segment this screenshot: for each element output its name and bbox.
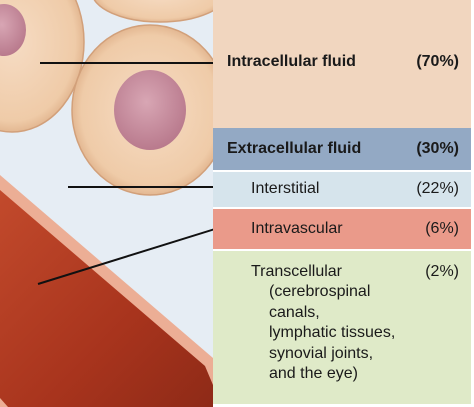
fluid-compartment-illustration [0,0,213,407]
intracellular-fluid-row: Intracellular fluid (70%) [213,0,471,128]
interstitial-label: Interstitial [251,180,320,197]
interstitial-row: Interstitial (22%) [213,172,471,207]
cell-top-right [93,0,213,23]
extracellular-label: Extracellular fluid [227,140,362,157]
blood-vessel [0,190,213,407]
vessel-wall-lower [0,398,8,407]
nucleus-middle [114,70,186,150]
transcellular-detail-line: (cerebrospinal [269,283,371,300]
transcellular-percent: (2%) [425,263,459,280]
intravascular-label: Intravascular [251,220,343,237]
nucleus-top-left [0,4,26,56]
transcellular-label: Transcellular [251,263,342,280]
transcellular-details: (cerebrospinal canals, lymphatic tissues… [269,282,395,385]
transcellular-detail-line: and the eye) [269,365,358,382]
intracellular-label: Intracellular fluid [227,53,356,70]
intravascular-percent: (6%) [425,220,459,237]
interstitial-percent: (22%) [416,180,459,197]
transcellular-row: Transcellular (2%) (cerebrospinal canals… [213,251,471,404]
leader-line-intravascular [37,228,213,285]
intravascular-row: Intravascular (6%) [213,209,471,249]
transcellular-detail-line: canals, [269,303,320,321]
extracellular-percent: (30%) [416,140,459,157]
transcellular-detail-line: lymphatic tissues, [269,324,396,341]
transcellular-detail-line: synovial joints, [269,344,374,362]
intracellular-percent: (70%) [416,53,459,70]
extracellular-fluid-row: Extracellular fluid (30%) [213,128,471,170]
